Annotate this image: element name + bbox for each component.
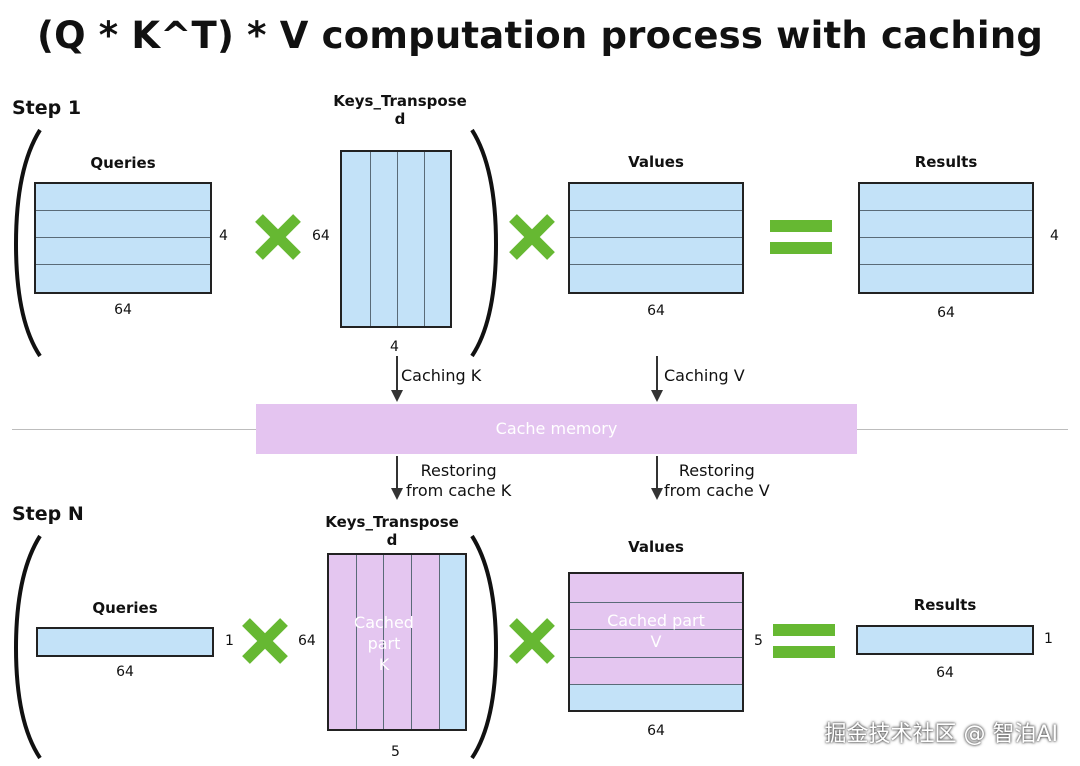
equals-icon	[773, 624, 835, 658]
step-n-queries-rows: 1	[225, 633, 234, 649]
multiply-icon	[509, 214, 555, 260]
step-1-right-bracket	[470, 128, 499, 358]
step-1-queries-label: Queries	[90, 154, 156, 172]
step-n-queries-matrix	[36, 627, 214, 657]
step-n-values-cols: 64	[647, 723, 665, 739]
caching-k-arrow	[391, 356, 403, 402]
step-n-values-rows: 5	[754, 633, 763, 649]
multiply-icon	[242, 618, 288, 664]
equals-icon	[770, 220, 832, 254]
step-1-values-matrix	[568, 182, 744, 294]
multiply-icon	[255, 214, 301, 260]
step-n-right-bracket	[470, 534, 499, 760]
step-n-queries-label: Queries	[92, 599, 158, 617]
step-1-queries-cols: 64	[114, 302, 132, 318]
restoring-k-arrow	[391, 456, 403, 500]
cache-memory-block: Cache memory	[256, 404, 857, 454]
page-title: (Q * K^T) * V computation process with c…	[36, 14, 1044, 57]
step-1-label: Step 1	[12, 97, 82, 119]
watermark-text: 掘金技术社区 @ 智泊AI	[824, 722, 1058, 747]
step-n-results-label: Results	[913, 596, 977, 614]
cached-part-k-text: Cached part K	[354, 613, 414, 674]
step-1-keys-rows: 64	[312, 228, 330, 244]
step-1-queries-rows: 4	[219, 228, 228, 244]
separator-line	[12, 429, 256, 430]
step-1-results-rows: 4	[1050, 228, 1059, 244]
step-n-results-cols: 64	[936, 665, 954, 681]
step-1-keys-label: Keys_Transpose d	[333, 92, 467, 128]
step-1-results-matrix	[858, 182, 1034, 294]
step-1-values-label: Values	[628, 153, 684, 171]
separator-line	[857, 429, 1068, 430]
step-n-label: Step N	[12, 503, 84, 525]
step-1-values-cols: 64	[647, 303, 665, 319]
step-n-keys-rows: 64	[298, 633, 316, 649]
caching-v-label: Caching V	[664, 366, 745, 385]
cached-part-v-text: Cached part V	[607, 611, 705, 651]
step-1-keys-matrix	[340, 150, 452, 328]
step-n-results-matrix	[856, 625, 1034, 655]
step-n-keys-cols: 5	[391, 744, 400, 760]
step-n-values-label: Values	[628, 538, 684, 556]
multiply-icon	[509, 618, 555, 664]
caching-v-arrow	[651, 356, 663, 402]
restoring-v-arrow	[651, 456, 663, 500]
step-n-values-matrix: Cached part V	[568, 572, 744, 712]
restoring-v-label: Restoring from cache V	[664, 461, 770, 500]
restoring-k-label: Restoring from cache K	[406, 461, 512, 500]
step-1-results-cols: 64	[937, 305, 955, 321]
caching-k-label: Caching K	[401, 366, 482, 385]
step-1-left-bracket	[13, 128, 42, 358]
step-n-keys-matrix: Cached part K	[327, 553, 467, 731]
step-1-results-label: Results	[914, 153, 978, 171]
step-1-queries-matrix	[34, 182, 212, 294]
step-n-keys-label: Keys_Transpose d	[325, 513, 459, 549]
step-1-keys-cols: 4	[390, 339, 399, 355]
step-n-queries-cols: 64	[116, 664, 134, 680]
step-n-left-bracket	[13, 534, 42, 760]
step-n-results-rows: 1	[1044, 631, 1053, 647]
